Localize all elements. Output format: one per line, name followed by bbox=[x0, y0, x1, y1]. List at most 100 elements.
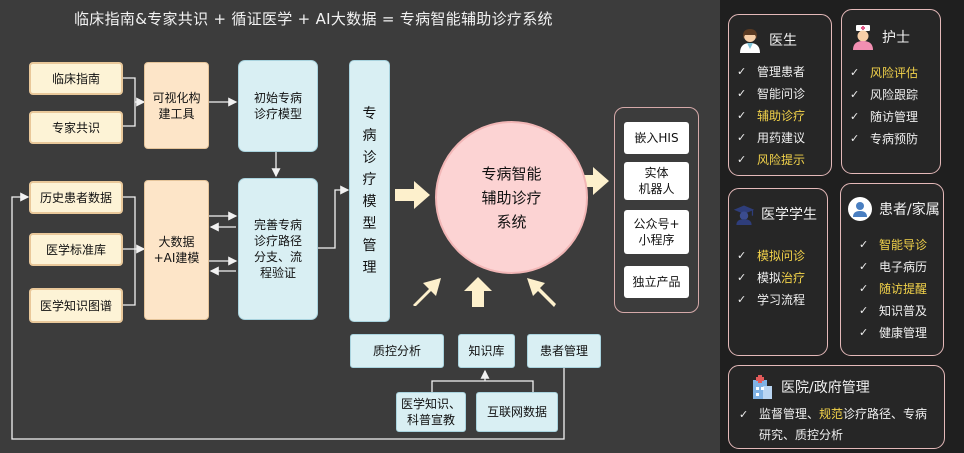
model-management-column: 专 病 诊 疗 模 型 管 理 bbox=[349, 60, 390, 322]
core-line1: 专病智能 bbox=[481, 164, 542, 183]
hospital-description: ✓监督管理、规范诊疗路径、专病 研究、质控分析 bbox=[739, 404, 927, 446]
doctor-panel: 医生 ✓管理患者 ✓智能问诊 ✓辅助诊疗 ✓用药建议 ✓风险提示 bbox=[728, 14, 832, 176]
initial-model-line2: 诊疗模型 bbox=[253, 107, 302, 121]
check-icon: ✓ bbox=[859, 260, 869, 273]
list-item: ✓智能问诊 bbox=[737, 83, 805, 105]
viz-tool-line1: 可视化构 bbox=[152, 90, 201, 105]
bigdata-line2: +AI建模 bbox=[153, 251, 200, 265]
history-patient-data-box: 历史患者数据 bbox=[29, 181, 123, 214]
up-left-arrow-icon bbox=[527, 278, 556, 307]
initial-model-box: 初始专病 诊疗模型 bbox=[238, 60, 318, 152]
list-item: ✓随访管理 bbox=[850, 106, 918, 128]
bigdata-ai-box: 大数据 +AI建模 bbox=[144, 180, 209, 320]
output-his: 嵌入HIS bbox=[624, 122, 689, 154]
mgmt-char: 疗 bbox=[362, 172, 377, 188]
nurse-feature-list: ✓风险评估 ✓风险跟踪 ✓随访管理 ✓专病预防 bbox=[850, 62, 918, 150]
expert-consensus-box: 专家共识 bbox=[29, 111, 123, 144]
patient-management-box: 患者管理 bbox=[527, 334, 601, 368]
student-panel-title: 医学学生 bbox=[761, 207, 817, 223]
clinical-guide-label: 临床指南 bbox=[51, 71, 100, 86]
list-item: ✓风险提示 bbox=[737, 149, 805, 171]
output-product-label: 独立产品 bbox=[632, 275, 681, 289]
check-icon: ✓ bbox=[739, 408, 749, 421]
mgmt-char: 专 bbox=[362, 106, 377, 122]
internet-data-box: 互联网数据 bbox=[476, 392, 558, 432]
patient-avatar-icon bbox=[848, 197, 872, 221]
mgmt-char: 模 bbox=[362, 194, 377, 210]
check-icon: ✓ bbox=[737, 293, 747, 306]
check-icon: ✓ bbox=[737, 65, 747, 78]
output-robot-line1: 实体 bbox=[644, 166, 669, 180]
check-icon: ✓ bbox=[737, 87, 747, 100]
output-wechat-line1: 公众号+ bbox=[633, 217, 680, 231]
list-item: ✓风险评估 bbox=[850, 62, 918, 84]
check-icon: ✓ bbox=[859, 326, 869, 339]
patient-panel-title: 患者/家属 bbox=[879, 202, 940, 218]
patient-feature-list: ✓智能导诊 ✓电子病历 ✓随访提醒 ✓知识普及 ✓健康管理 bbox=[859, 234, 927, 344]
student-panel: 医学学生 ✓模拟问诊 ✓模拟治疗 ✓学习流程 bbox=[728, 188, 828, 356]
core-line2: 辅助诊疗 bbox=[481, 188, 542, 207]
mgmt-char: 型 bbox=[362, 216, 377, 232]
output-robot-line2: 机器人 bbox=[638, 182, 675, 196]
qc-analysis-box: 质控分析 bbox=[350, 334, 444, 368]
hospital-panel-title: 医院/政府管理 bbox=[781, 380, 870, 396]
hospital-panel-header: 医院/政府管理 bbox=[749, 374, 870, 400]
list-item: ✓风险跟踪 bbox=[850, 84, 918, 106]
patient-panel-header: 患者/家属 bbox=[847, 196, 940, 222]
hospital-building-icon bbox=[753, 375, 772, 399]
connector-lines bbox=[11, 77, 565, 440]
check-icon: ✓ bbox=[737, 109, 747, 122]
check-icon: ✓ bbox=[850, 110, 860, 123]
up-arrow-icon bbox=[464, 277, 492, 307]
list-item: ✓随访提醒 bbox=[859, 278, 927, 300]
list-item: ✓用药建议 bbox=[737, 127, 805, 149]
nurse-avatar-icon bbox=[853, 25, 873, 50]
output-channels-frame bbox=[614, 107, 699, 313]
bigdata-line1: 大数据 bbox=[158, 235, 195, 249]
check-icon: ✓ bbox=[859, 304, 869, 317]
nurse-panel: 护士 ✓风险评估 ✓风险跟踪 ✓随访管理 ✓专病预防 bbox=[841, 9, 941, 174]
qc-analysis-label: 质控分析 bbox=[372, 344, 421, 358]
list-item: ✓智能导诊 bbox=[859, 234, 927, 256]
medical-edu-box: 医学知识、 科普宣教 bbox=[396, 392, 466, 432]
list-item: ✓健康管理 bbox=[859, 322, 927, 344]
mgmt-char: 管 bbox=[362, 238, 377, 254]
check-icon: ✓ bbox=[859, 282, 869, 295]
hospital-line2: 研究、质控分析 bbox=[759, 428, 844, 442]
perfect-model-line3: 分支、流 bbox=[253, 250, 302, 264]
hospital-line1: ✓监督管理、规范诊疗路径、专病 bbox=[739, 404, 927, 425]
list-item: ✓电子病历 bbox=[859, 256, 927, 278]
check-icon: ✓ bbox=[850, 88, 860, 101]
knowledge-base-label: 知识库 bbox=[468, 344, 505, 358]
nurse-panel-title: 护士 bbox=[882, 30, 910, 46]
output-his-label: 嵌入HIS bbox=[634, 131, 679, 145]
core-system-circle: 专病智能 辅助诊疗 系统 bbox=[435, 121, 588, 274]
check-icon: ✓ bbox=[859, 238, 869, 251]
output-robot: 实体 机器人 bbox=[624, 162, 689, 200]
doctor-panel-title: 医生 bbox=[769, 33, 797, 49]
student-feature-list: ✓模拟问诊 ✓模拟治疗 ✓学习流程 bbox=[737, 245, 805, 311]
check-icon: ✓ bbox=[737, 271, 747, 284]
medical-standard-box: 医学标准库 bbox=[29, 233, 123, 266]
doctor-feature-list: ✓管理患者 ✓智能问诊 ✓辅助诊疗 ✓用药建议 ✓风险提示 bbox=[737, 61, 805, 171]
list-item: ✓管理患者 bbox=[737, 61, 805, 83]
list-item: ✓专病预防 bbox=[850, 128, 918, 150]
output-product: 独立产品 bbox=[624, 266, 689, 298]
patient-panel: 患者/家属 ✓智能导诊 ✓电子病历 ✓随访提醒 ✓知识普及 ✓健康管理 bbox=[840, 183, 944, 356]
nurse-panel-header: 护士 bbox=[850, 24, 910, 50]
check-icon: ✓ bbox=[850, 132, 860, 145]
list-item: ✓学习流程 bbox=[737, 289, 805, 311]
mgmt-char: 理 bbox=[362, 260, 377, 276]
output-wechat-line2: 小程序 bbox=[638, 233, 675, 247]
knowledge-graph-label: 医学知识图谱 bbox=[39, 298, 112, 313]
mgmt-char: 病 bbox=[362, 128, 377, 144]
perfect-model-line2: 诊疗路径 bbox=[253, 234, 302, 248]
doctor-panel-header: 医生 bbox=[737, 27, 797, 53]
knowledge-graph-box: 医学知识图谱 bbox=[29, 288, 123, 323]
patient-management-label: 患者管理 bbox=[539, 344, 588, 358]
core-line3: 系统 bbox=[496, 212, 527, 231]
right-arrow-icon bbox=[395, 181, 430, 209]
check-icon: ✓ bbox=[737, 131, 747, 144]
graduate-cap-icon bbox=[733, 205, 755, 225]
list-item: ✓模拟治疗 bbox=[737, 267, 805, 289]
